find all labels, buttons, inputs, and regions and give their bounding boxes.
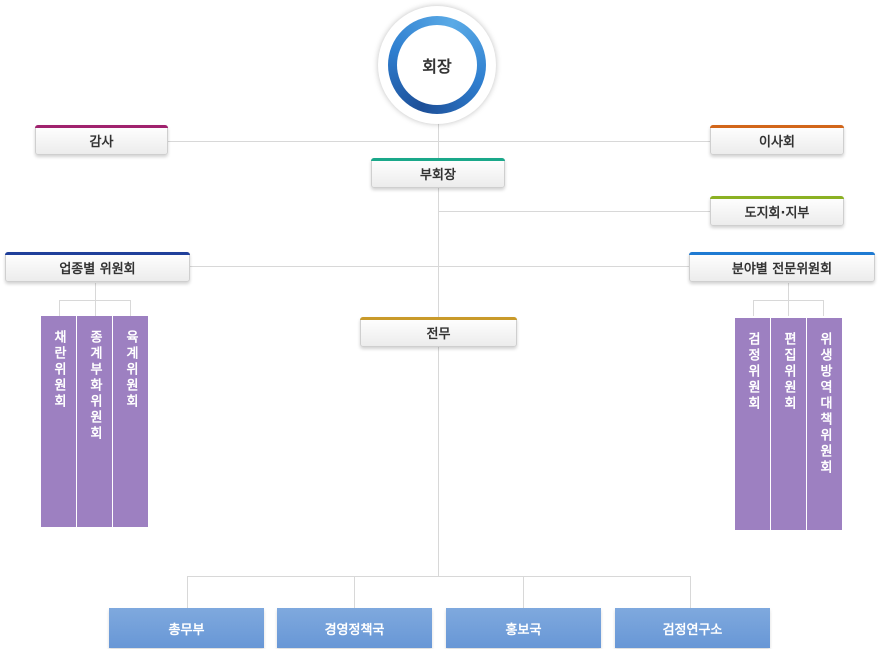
committee-egg-layer-label: 채란위원회 — [51, 330, 66, 410]
connector-field-right — [823, 300, 824, 316]
connector-dept-1 — [187, 576, 188, 608]
connector-industry-left — [59, 300, 60, 316]
connector-committees — [190, 266, 690, 267]
committee-inspection[interactable]: 검정위원회 — [735, 318, 770, 530]
vice-chairman-label: 부회장 — [420, 167, 456, 183]
connector-dept-3 — [523, 576, 524, 608]
dept-management-policy-label: 경영정책국 — [324, 622, 385, 638]
dept-public-relations-label: 홍보국 — [505, 622, 542, 638]
committee-editorial[interactable]: 편집위원회 — [771, 318, 806, 530]
executive-director-node[interactable]: 전무 — [360, 317, 517, 347]
committee-hygiene-quarantine[interactable]: 위생방역대책위원회 — [807, 318, 842, 530]
committee-breeder-hatchery[interactable]: 종계부화위원회 — [77, 316, 112, 527]
province-branch-node[interactable]: 도지회·지부 — [710, 196, 844, 226]
industry-committee-label: 업종별 위원회 — [59, 261, 136, 277]
committee-egg-layer[interactable]: 채란위원회 — [41, 316, 76, 527]
dept-inspection-research-label: 검정연구소 — [662, 622, 723, 638]
connector-industry-mid — [95, 300, 96, 316]
dept-general-affairs[interactable]: 총무부 — [109, 608, 264, 648]
committee-hygiene-quarantine-label: 위생방역대책위원회 — [817, 332, 832, 476]
executive-director-label: 전무 — [426, 326, 451, 342]
connector-dept-4 — [690, 576, 691, 608]
connector-audit-board — [168, 141, 711, 142]
connector-field-mid — [788, 300, 789, 316]
dept-public-relations[interactable]: 홍보국 — [446, 608, 601, 648]
dept-management-policy[interactable]: 경영정책국 — [277, 608, 432, 648]
dept-general-affairs-label: 총무부 — [168, 622, 205, 638]
connector-dept-2 — [354, 576, 355, 608]
committee-inspection-label: 검정위원회 — [745, 332, 760, 412]
chairman-ring: 회장 — [388, 16, 486, 114]
connector-main-vertical — [438, 122, 439, 576]
connector-field-down — [788, 283, 789, 300]
committee-editorial-label: 편집위원회 — [781, 332, 796, 412]
committee-breeder-hatchery-label: 종계부화위원회 — [87, 330, 102, 442]
province-branch-label: 도지회·지부 — [744, 205, 810, 221]
committee-broiler-label: 육계위원회 — [123, 330, 138, 410]
field-committee-label: 분야별 전문위원회 — [731, 261, 833, 277]
connector-departments — [187, 576, 691, 577]
connector-field-left — [753, 300, 754, 316]
connector-industry-right — [130, 300, 131, 316]
connector-province — [438, 211, 710, 212]
field-committee-node[interactable]: 분야별 전문위원회 — [689, 252, 875, 282]
chairman-label: 회장 — [397, 25, 477, 105]
board-label: 이사회 — [759, 134, 795, 150]
committee-broiler[interactable]: 육계위원회 — [113, 316, 148, 527]
chairman-node[interactable]: 회장 — [378, 6, 496, 124]
vice-chairman-node[interactable]: 부회장 — [371, 158, 505, 188]
industry-committee-node[interactable]: 업종별 위원회 — [5, 252, 190, 282]
audit-node[interactable]: 감사 — [35, 125, 168, 155]
dept-inspection-research[interactable]: 검정연구소 — [615, 608, 770, 648]
connector-industry-down — [95, 283, 96, 300]
audit-label: 감사 — [89, 134, 114, 150]
board-node[interactable]: 이사회 — [710, 125, 844, 155]
